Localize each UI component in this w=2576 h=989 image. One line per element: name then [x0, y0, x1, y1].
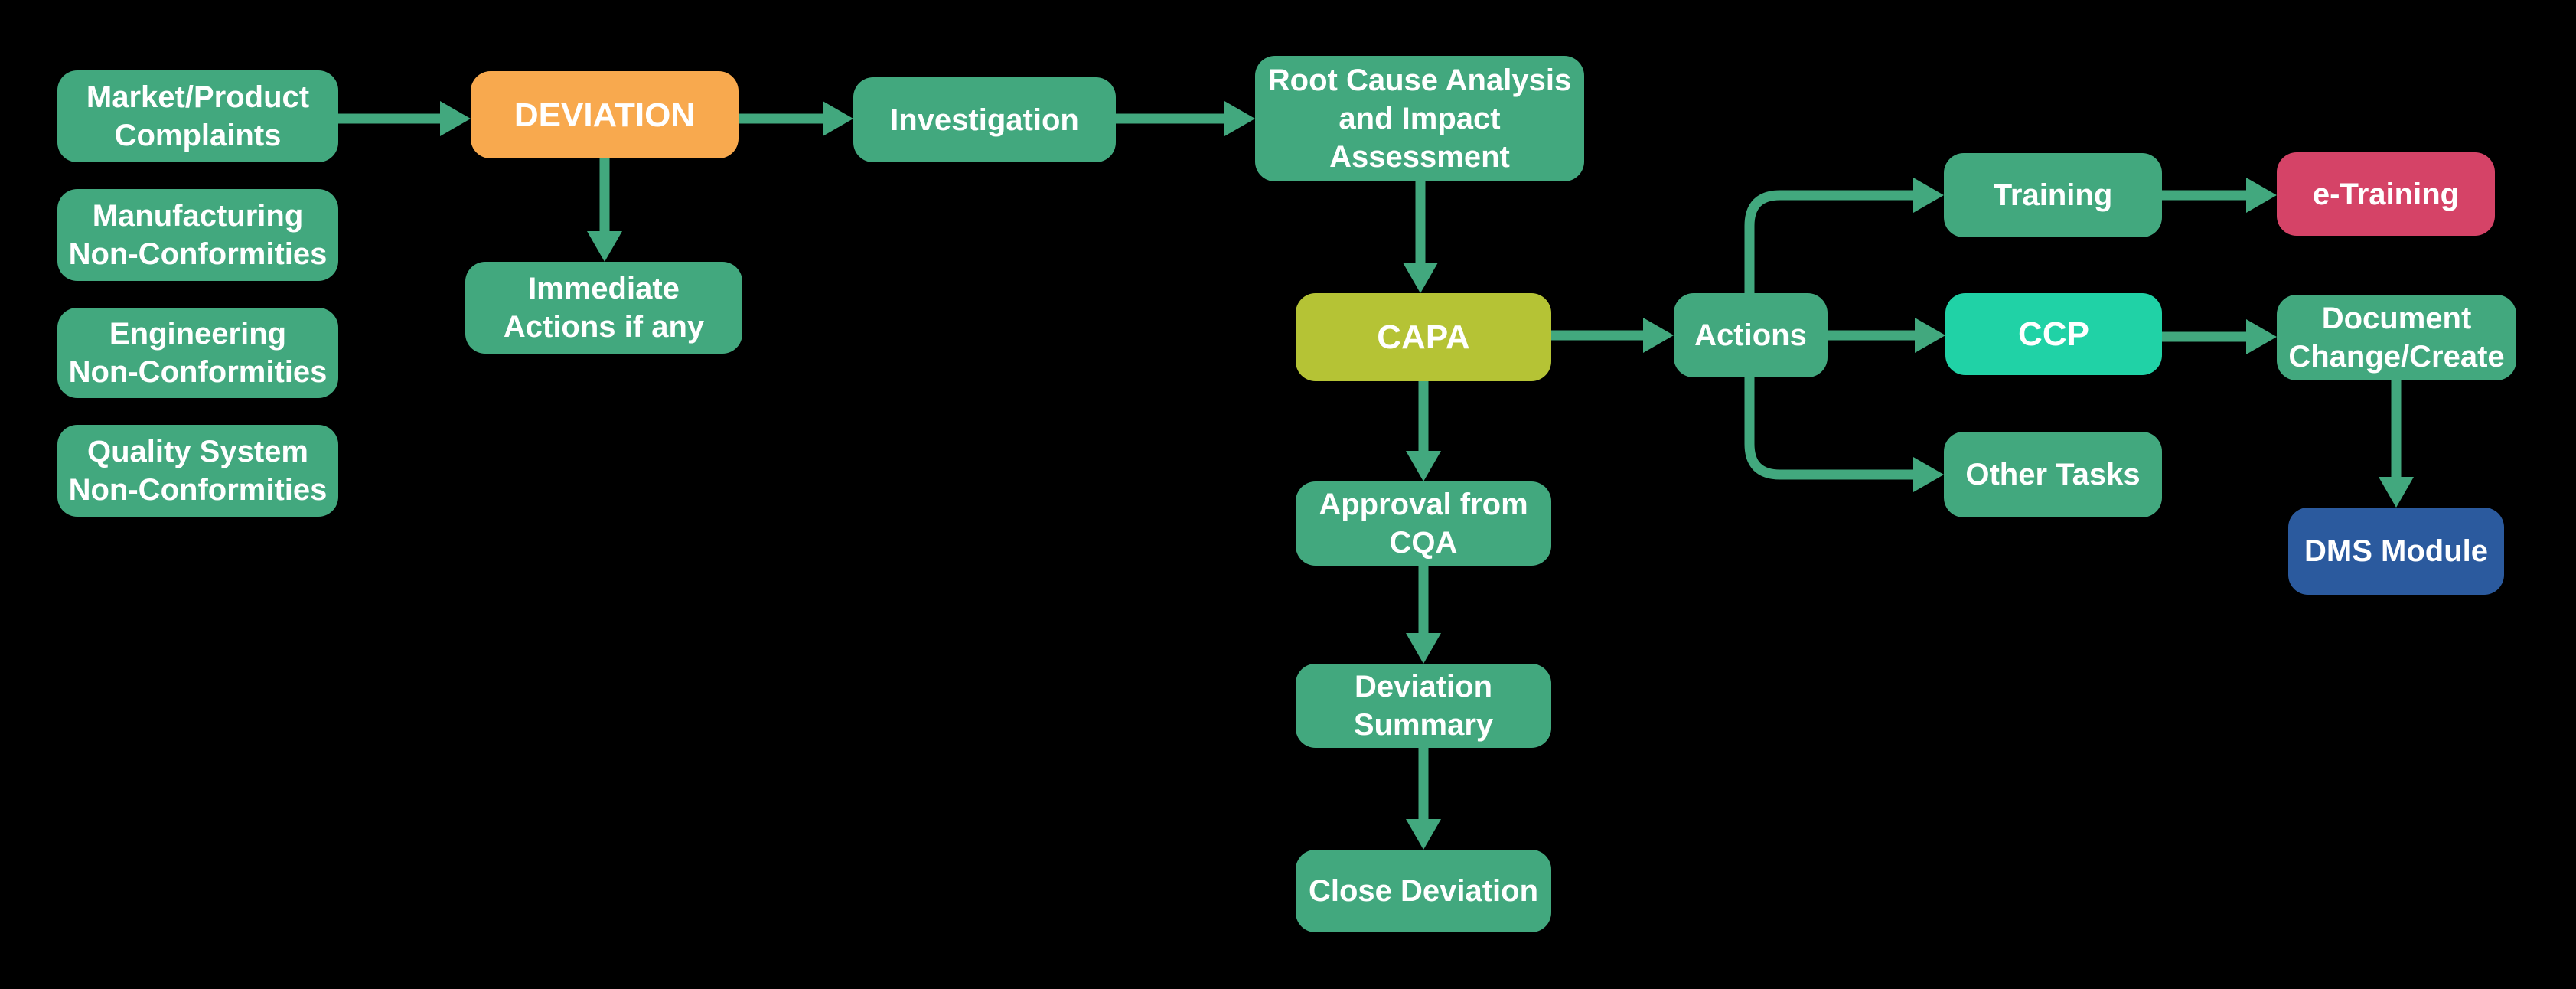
node-engineering-non-conformities: Engineering Non-Conformities [57, 308, 338, 398]
node-dms-module: DMS Module [2288, 508, 2504, 595]
node-label: DMS Module [2304, 534, 2488, 568]
node-label: Engineering Non-Conformities [68, 317, 328, 389]
node-manufacturing-non-conformities: Manufacturing Non-Conformities [57, 189, 338, 281]
node-label: Deviation Summary [1353, 670, 1494, 742]
node-label: Investigation [890, 103, 1079, 137]
node-label: CCP [2018, 315, 2089, 353]
node-root-cause-analysis: Root Cause Analysis and Impact Assessmen… [1255, 56, 1584, 181]
node-label: Document Change/Create [2288, 302, 2505, 374]
node-label: Root Cause Analysis and Impact Assessmen… [1267, 64, 1572, 174]
node-label: Market/Product Complaints [86, 80, 310, 152]
node-quality-system-non-conformities: Quality System Non-Conformities [57, 425, 338, 517]
node-label: Immediate Actions if any [503, 272, 705, 344]
node-ccp: CCP [1945, 293, 2162, 375]
node-label: Quality System Non-Conformities [68, 435, 328, 507]
connector-actions-to-other-tasks [1744, 377, 1944, 492]
node-document-change-create: Document Change/Create [2277, 295, 2516, 380]
node-label: e-Training [2312, 177, 2460, 211]
node-e-training: e-Training [2277, 152, 2495, 236]
node-deviation-summary: Deviation Summary [1296, 664, 1551, 748]
node-market-product-complaints: Market/Product Complaints [57, 70, 338, 162]
node-label: Approval from CQA [1319, 488, 1528, 560]
node-label: Actions [1694, 318, 1807, 352]
node-actions: Actions [1674, 293, 1828, 377]
node-deviation: DEVIATION [471, 71, 739, 158]
node-investigation: Investigation [853, 77, 1116, 162]
node-label: DEVIATION [514, 96, 696, 134]
node-label: Close Deviation [1308, 874, 1539, 908]
connector-actions-to-training [1744, 178, 1944, 293]
node-close-deviation: Close Deviation [1296, 850, 1551, 932]
node-label: Training [1993, 178, 2113, 212]
node-label: Manufacturing Non-Conformities [68, 199, 328, 271]
node-approval-from-cqa: Approval from CQA [1296, 481, 1551, 566]
node-label: CAPA [1377, 318, 1470, 356]
node-other-tasks: Other Tasks [1944, 432, 2162, 517]
node-capa: CAPA [1296, 293, 1551, 381]
node-label: Other Tasks [1965, 458, 2141, 491]
node-immediate-actions: Immediate Actions if any [465, 262, 742, 354]
node-training: Training [1944, 153, 2162, 237]
